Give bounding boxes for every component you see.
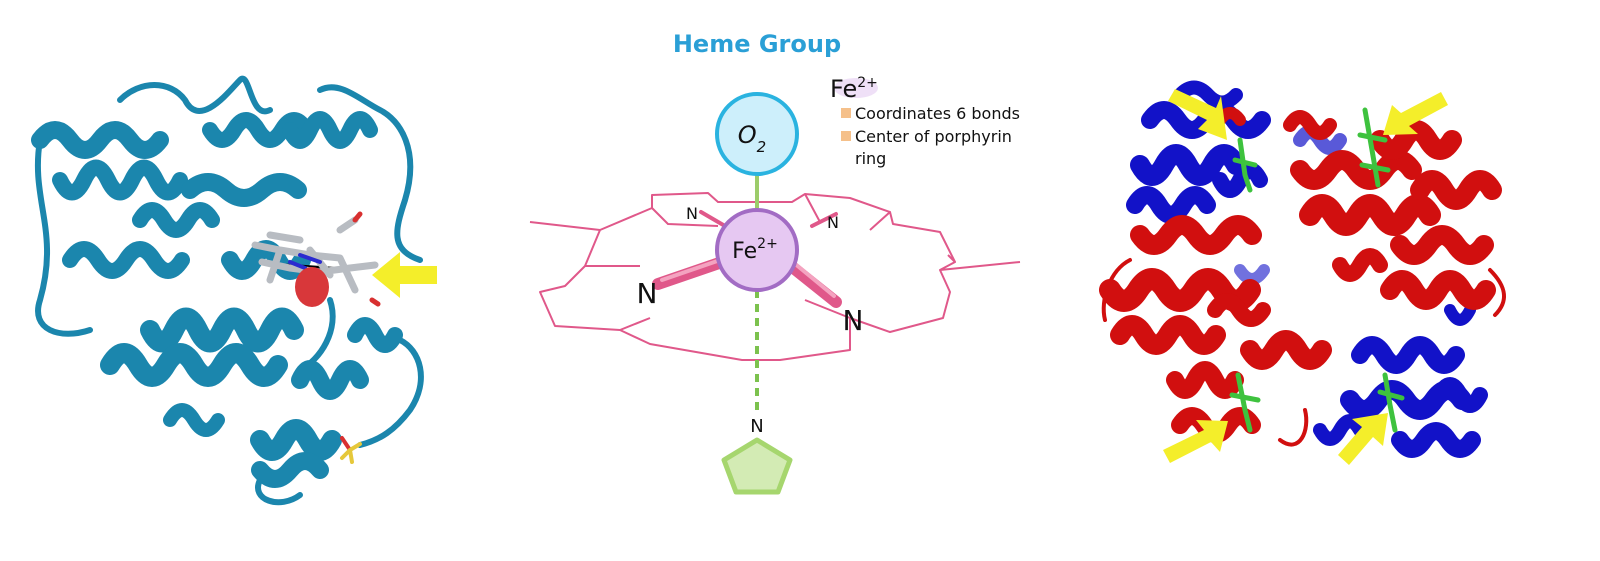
beta-chain-ribbon bbox=[1126, 80, 1488, 458]
arrow-icon bbox=[1163, 420, 1228, 463]
legend-heading: Fe2+ bbox=[830, 75, 878, 103]
legend-bullet bbox=[841, 108, 851, 118]
legend-item-1: Coordinates 6 bonds bbox=[855, 104, 1020, 123]
sulfate-sticks bbox=[340, 436, 362, 464]
arrow-icon bbox=[1168, 89, 1227, 140]
iron-symbol: Fe2+ bbox=[732, 236, 778, 264]
iron-atom bbox=[715, 208, 799, 292]
alpha-chain-ribbon bbox=[1099, 107, 1506, 447]
heme-diagram: Heme Group N N N N O2 Fe2+ bbox=[529, 30, 1021, 495]
myoglobin-ribbon bbox=[31, 75, 424, 506]
myoglobin-structure bbox=[31, 75, 437, 506]
histidine-ring bbox=[721, 437, 793, 495]
oxygen-molecule bbox=[715, 92, 799, 176]
arrow-icon bbox=[1338, 413, 1388, 465]
nitrogen-label-bottom-left: N bbox=[637, 277, 658, 310]
legend-bullet bbox=[841, 131, 851, 141]
arrow-icon bbox=[1383, 92, 1448, 135]
nitrogen-label-top-left: N bbox=[686, 204, 698, 223]
oxygen-sphere bbox=[295, 267, 329, 307]
hemoglobin-heme-sticks bbox=[1229, 107, 1405, 433]
legend-item-2-line-1: Center of porphyrin bbox=[855, 127, 1012, 146]
arrow-icon bbox=[372, 252, 437, 298]
nitrogen-label-top-right: N bbox=[827, 213, 839, 232]
histidine-nitrogen-label: N bbox=[750, 416, 763, 437]
porphyrin-ring bbox=[529, 192, 1021, 361]
nitrogen-label-bottom-right: N bbox=[843, 304, 864, 337]
oxygen-symbol: O2 bbox=[738, 121, 766, 156]
iron-legend: Fe2+ Coordinates 6 bonds Center of porph… bbox=[830, 75, 1020, 168]
hemoglobin-structure bbox=[1099, 80, 1506, 465]
diagram-title: Heme Group bbox=[673, 30, 841, 58]
legend-item-2-line-2: ring bbox=[855, 149, 886, 168]
